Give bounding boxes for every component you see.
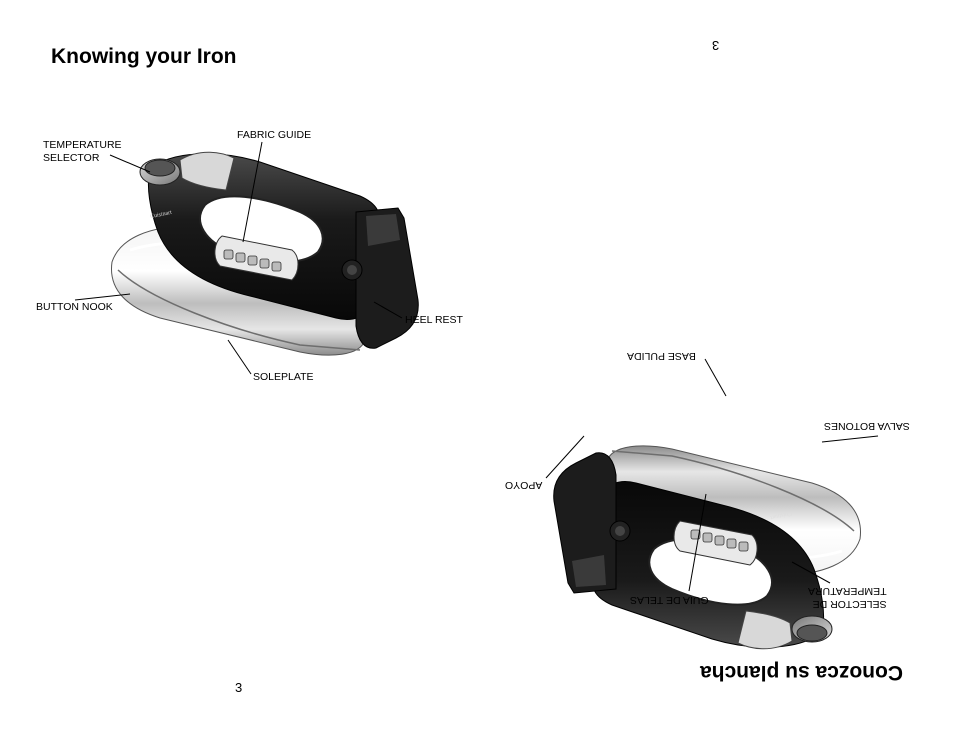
page-title-english: Knowing your Iron [51, 45, 237, 68]
label-selector-temperatura: SELECTOR DE TEMPERATURA [808, 584, 887, 610]
leader-lines-english [74, 141, 403, 375]
label-temperature-selector: TEMPERATURE SELECTOR [43, 139, 122, 165]
label-temperature-line2: SELECTOR [43, 152, 100, 164]
label-fabric-guide: FABRIC GUIDE [237, 129, 312, 141]
iron-illustration-spanish [552, 444, 863, 651]
page-number-english: 3 [235, 680, 243, 695]
label-guia-de-telas: GUIA DE TELAS [630, 594, 709, 606]
label-button-nook: BUTTON NOOK [36, 301, 113, 313]
label-heel-rest: HEEL REST [405, 314, 463, 326]
leader-lines-spanish [545, 358, 879, 592]
page-title-spanish: Conozca su plancha [700, 661, 904, 684]
label-selector-line1: SELECTOR DE [812, 598, 887, 610]
label-soleplate: SOLEPLATE [253, 371, 314, 383]
label-selector-line2: TEMPERATURA [808, 585, 887, 597]
label-base-pulida: BASE PULIDA [627, 350, 696, 362]
iron-illustration-english [109, 150, 420, 357]
label-salva-botones: SALVA BOTONES [824, 420, 910, 432]
page-number-spanish: 3 [712, 38, 720, 53]
label-apoyo: APOYO [505, 479, 543, 491]
label-temperature-line1: TEMPERATURE [43, 139, 122, 151]
